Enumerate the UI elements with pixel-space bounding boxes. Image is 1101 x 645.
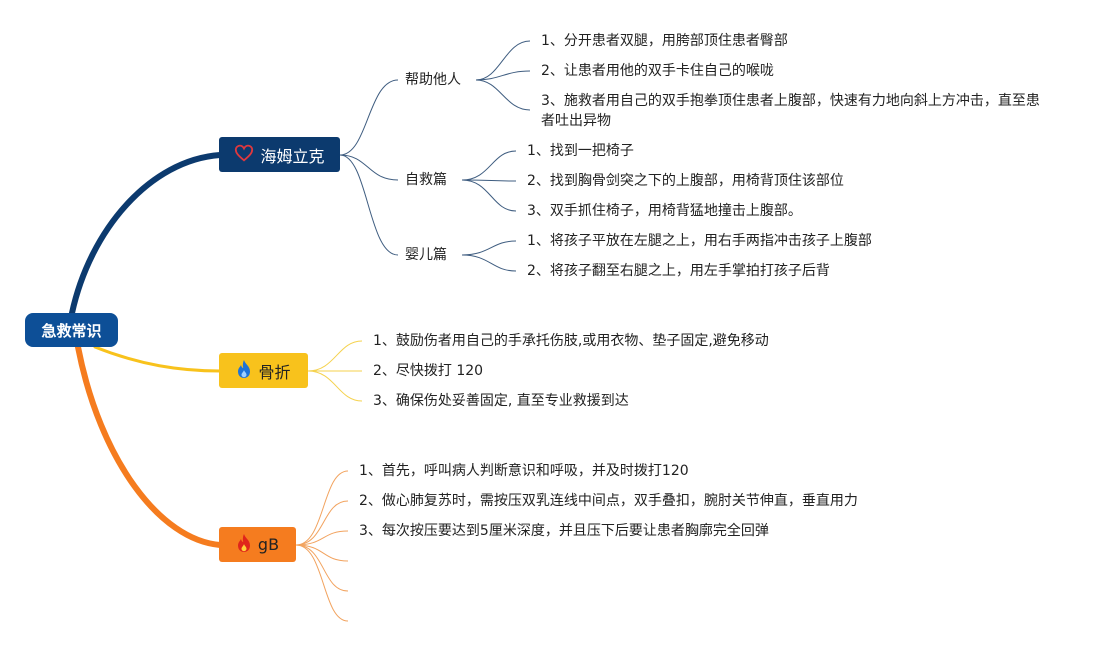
help-item-3[interactable]: 3、施救者用自己的双手抱拳顶住患者上腹部，快速有力地向斜上方冲击，直至患者吐出异… [541, 93, 1040, 129]
fracture-item-links [307, 340, 363, 402]
flame-icon [236, 533, 252, 557]
topic-fracture-label: 骨折 [258, 362, 291, 382]
cpr-item-links [295, 470, 349, 622]
self-item-1[interactable]: 1、找到一把椅子 [527, 143, 634, 159]
sub-help[interactable]: 帮助他人 [405, 72, 461, 88]
fracture-item-3[interactable]: 3、确保伤处妥善固定, 直至专业救援到达 [373, 393, 629, 409]
help-item-links [475, 40, 531, 111]
fracture-item-1[interactable]: 1、鼓励伤者用自己的手承托伤肢,或用衣物、垫子固定,避免移动 [373, 333, 769, 349]
branch-fracture [93, 345, 222, 373]
root-node[interactable]: 急救常识 [25, 313, 118, 347]
root-label: 急救常识 [41, 321, 102, 340]
cpr-item-1[interactable]: 1、首先，呼叫病人判断意识和呼吸，并及时拨打120 [359, 463, 689, 479]
topic-heimlich[interactable]: 海姆立克 [219, 137, 340, 172]
topic-cpr-label: gB [257, 535, 280, 554]
cpr-item-2[interactable]: 2、做心肺复苏时，需按压双乳连线中间点，双手叠扣，腕肘关节伸直，垂直用力 [359, 493, 858, 509]
topic-fracture[interactable]: 骨折 [219, 353, 308, 388]
fracture-item-2[interactable]: 2、尽快拨打 120 [373, 363, 484, 379]
infant-item-2[interactable]: 2、将孩子翻至右腿之上，用左手掌拍打孩子后背 [527, 263, 830, 279]
self-item-3[interactable]: 3、双手抓住椅子，用椅背猛地撞击上腹部。 [527, 203, 802, 219]
self-item-2[interactable]: 2、找到胸骨剑突之下的上腹部，用椅背顶住该部位 [527, 173, 844, 189]
help-item-2[interactable]: 2、让患者用他的双手卡住自己的喉咙 [541, 63, 774, 79]
sub-infant[interactable]: 婴儿篇 [405, 247, 447, 263]
heart-outline-icon [234, 144, 254, 166]
cpr-item-3[interactable]: 3、每次按压要达到5厘米深度，并且压下后要让患者胸廓完全回弹 [359, 523, 769, 539]
topic-heimlich-label: 海姆立克 [260, 146, 325, 166]
help-item-1[interactable]: 1、分开患者双腿，用胯部顶住患者臀部 [541, 33, 788, 49]
branch-heimlich [69, 152, 223, 316]
infant-item-1[interactable]: 1、将孩子平放在左腿之上，用右手两指冲击孩子上腹部 [527, 233, 872, 249]
infant-item-links [461, 240, 517, 272]
sub-self[interactable]: 自救篇 [405, 172, 447, 188]
self-item-links [461, 150, 517, 212]
topic-cpr[interactable]: gB [219, 527, 296, 562]
heimlich-sub-links [339, 79, 399, 256]
flame-icon [236, 359, 252, 383]
branch-cpr [75, 344, 223, 548]
